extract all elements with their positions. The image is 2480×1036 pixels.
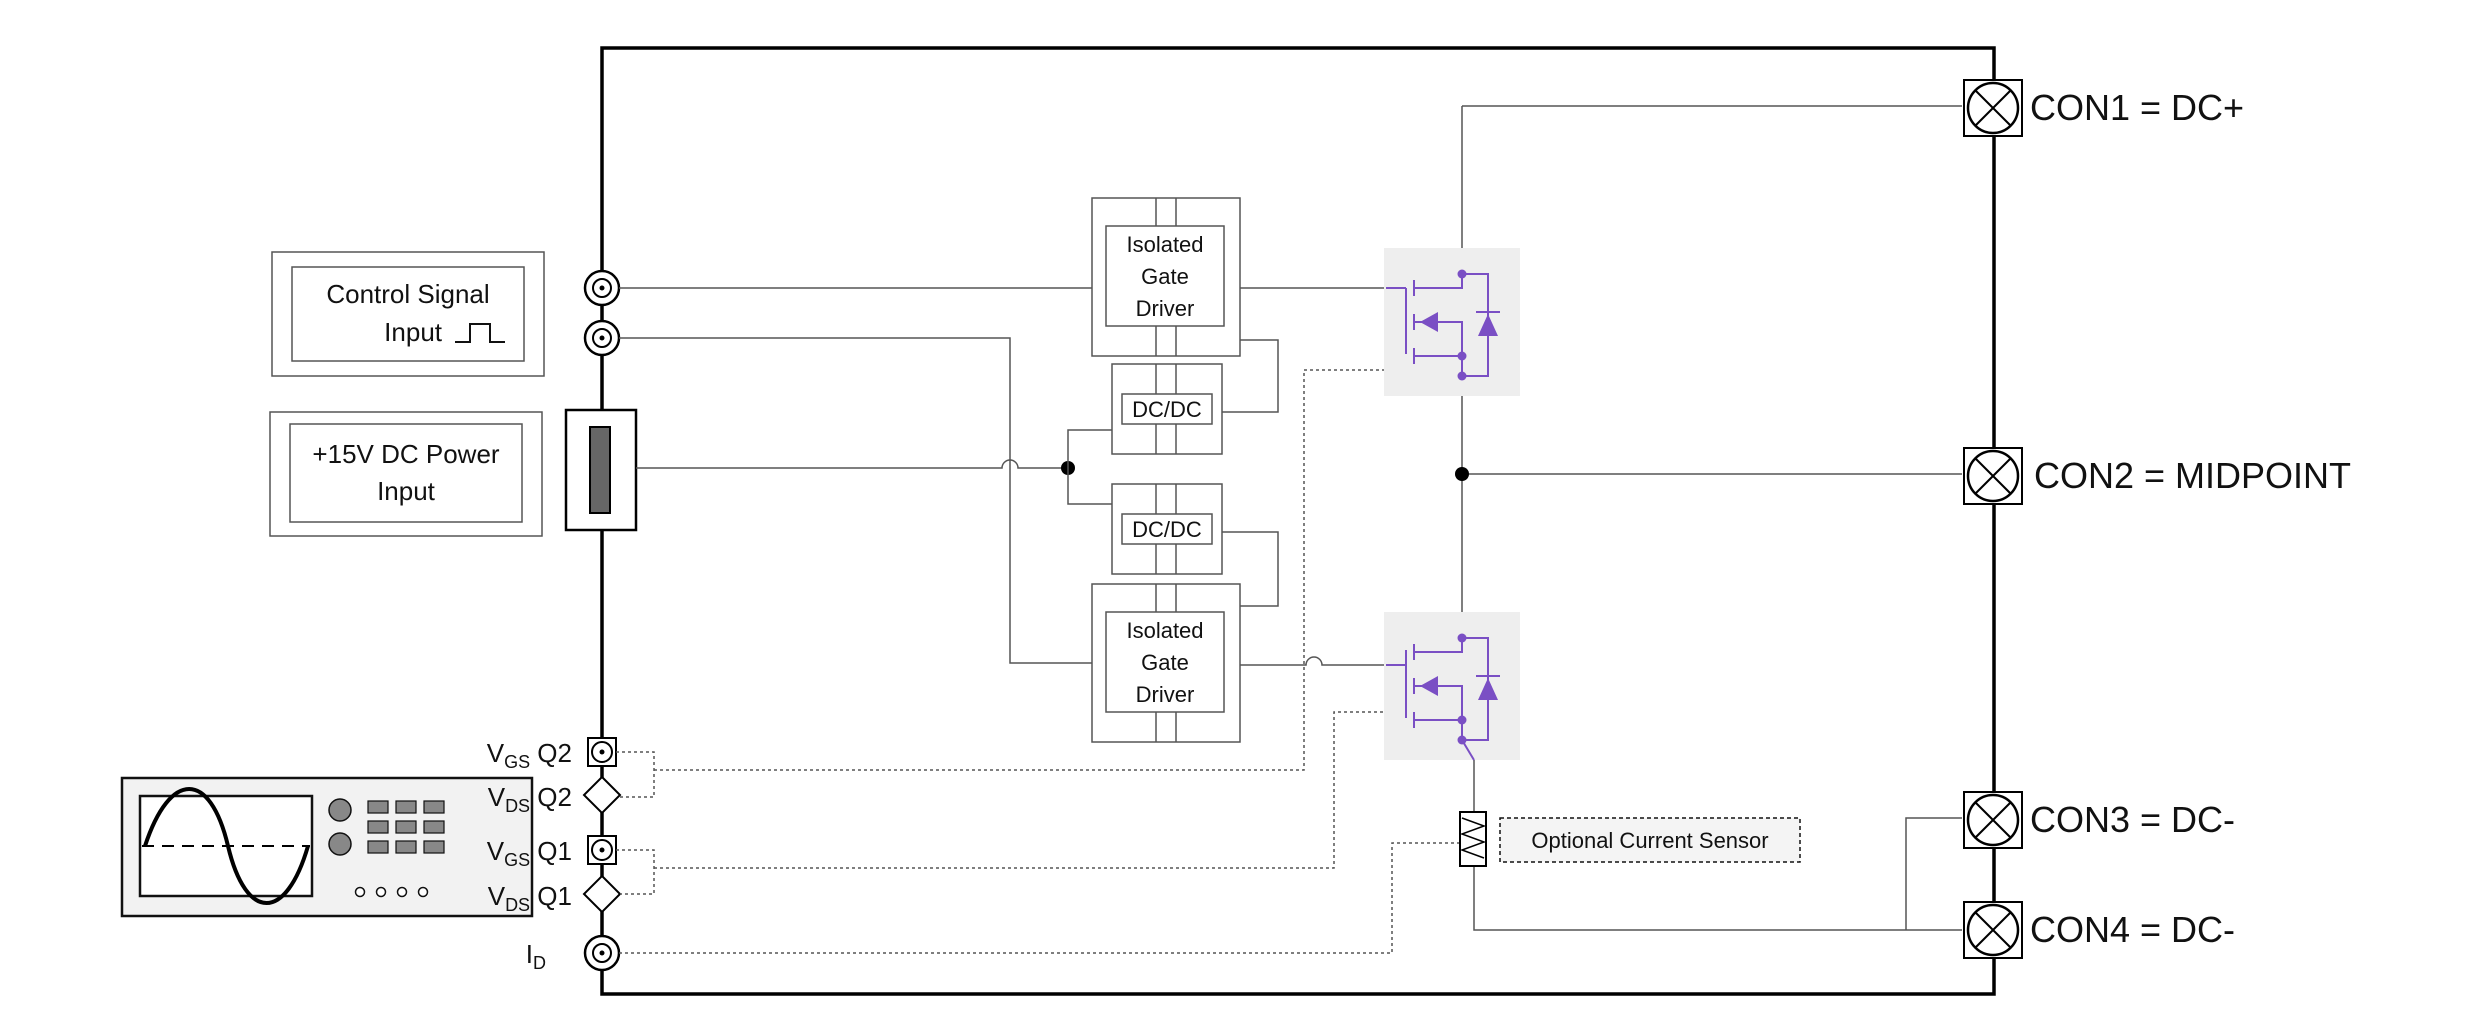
probe-label-vgs-q1: VGS Q1 [487, 836, 572, 870]
gate-driver-bottom: Isolated Gate Driver [1091, 583, 1241, 743]
dcdc-bottom: DC/DC [1111, 483, 1223, 575]
scope-ports [354, 886, 429, 898]
wire-gate-bottom [1238, 656, 1386, 666]
probe-vds-q2-connector-icon [582, 775, 622, 815]
con1-label: CON1 = DC+ [2030, 87, 2244, 128]
probe-vgs-q2-connector-icon [587, 737, 617, 767]
wire-con3-tie [1905, 817, 1962, 930]
wire-dcdc-top-in [1067, 429, 1114, 468]
probe-loop-q2 [616, 751, 655, 798]
con3-connector-icon [1963, 791, 2023, 849]
pulse-icon [455, 323, 505, 343]
power-input-box: +15V DC Power Input [269, 411, 543, 537]
wire-dcdc-top-out [1222, 339, 1279, 413]
dcdc-bottom-label: DC/DC [1132, 517, 1202, 542]
oscilloscope [120, 776, 534, 918]
optional-sensor-box [1499, 817, 1801, 863]
scope-buttons [367, 800, 445, 854]
wire-dcdc-bottom-out [1222, 531, 1279, 607]
gate-driver-top: Isolated Gate Driver [1091, 197, 1241, 357]
power-label-2: Input [377, 476, 436, 506]
gate-driver-top-line-1: Isolated [1126, 232, 1203, 257]
power-connector-icon [564, 408, 638, 532]
probe-id-connector-icon [583, 934, 621, 972]
probe-label-id: ID [526, 939, 546, 973]
junction-midpoint [1455, 467, 1469, 481]
wire-dcdc-bottom-in [1067, 468, 1114, 505]
probe-label-vds-q1: VDS Q1 [488, 881, 572, 915]
con3-label: CON3 = DC- [2030, 799, 2235, 840]
probe-label-vgs-q2: VGS Q2 [487, 738, 572, 772]
probe-loop-q1 [616, 849, 655, 895]
current-sensor-icon [1459, 811, 1487, 867]
wire-meas-vgs-q2 [654, 369, 1386, 771]
dcdc-top-label: DC/DC [1132, 397, 1202, 422]
power-label-1: +15V DC Power [312, 439, 499, 469]
mosfet-q1-icon [1384, 612, 1520, 761]
con4-label: CON4 = DC- [2030, 909, 2235, 950]
dcdc-top: DC/DC [1111, 363, 1223, 455]
gate-driver-bottom-line-2: Gate [1141, 650, 1189, 675]
con2-label: CON2 = MIDPOINT [2034, 455, 2351, 496]
scope-knob-2 [328, 832, 352, 856]
bnc-control-bottom-icon [583, 319, 621, 357]
bnc-control-top-icon [583, 269, 621, 307]
gate-driver-top-line-2: Gate [1141, 264, 1189, 289]
wire-meas-id [619, 842, 1460, 954]
wire-power [636, 459, 1068, 469]
scope-knob-1 [328, 798, 352, 822]
con4-connector-icon [1963, 901, 2023, 959]
gate-driver-bottom-line-1: Isolated [1126, 618, 1203, 643]
probe-vds-q1-connector-icon [582, 874, 622, 914]
wire-control-bottom [619, 337, 1092, 664]
control-signal-label-1: Control Signal [326, 279, 489, 309]
wire-meas-vgs-q1 [654, 711, 1386, 869]
mosfet-q2-icon [1384, 248, 1520, 396]
control-signal-label-2: Input [384, 317, 443, 347]
probe-label-vds-q2: VDS Q2 [488, 782, 572, 816]
optional-sensor-label: Optional Current Sensor [1531, 828, 1768, 853]
con1-connector-icon [1963, 79, 2023, 137]
probe-vgs-q1-connector-icon [587, 835, 617, 865]
gate-driver-bottom-line-3: Driver [1136, 682, 1195, 707]
gate-driver-top-line-3: Driver [1136, 296, 1195, 321]
wire-dc-minus [1473, 856, 1962, 931]
control-signal-input-box: Control Signal Input [271, 251, 545, 377]
con2-connector-icon [1963, 447, 2023, 505]
